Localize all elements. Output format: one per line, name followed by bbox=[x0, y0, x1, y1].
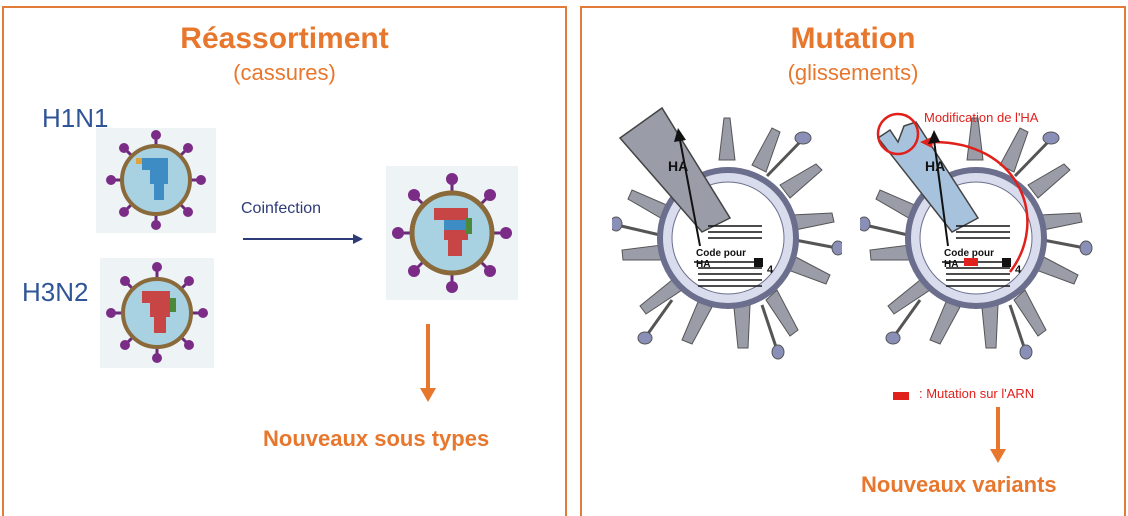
reassorted-virus-icon bbox=[392, 173, 512, 293]
reassorted-virus-image bbox=[386, 166, 518, 300]
reassortment-subtitle: (cassures) bbox=[233, 60, 336, 85]
h3n2-label: H3N2 bbox=[22, 277, 89, 307]
mutation-subtitle: (glissements) bbox=[787, 60, 919, 85]
code-label-modified-2: HA bbox=[944, 259, 959, 270]
ha-label-normal: HA bbox=[668, 158, 689, 174]
modification-label: Modification de l'HA bbox=[924, 110, 1039, 125]
new-subtypes-label: Nouveaux sous types bbox=[263, 426, 490, 451]
result-arrow-left-icon bbox=[420, 324, 436, 402]
new-variants-label: Nouveaux variants bbox=[861, 472, 1057, 497]
code-label-modified-1: Code pour bbox=[944, 248, 994, 259]
segment-label-modified: 4 bbox=[1015, 264, 1022, 276]
h1n1-virus-icon bbox=[106, 130, 206, 230]
mutation-legend-label: : Mutation sur l'ARN bbox=[919, 386, 1035, 401]
coinfection-label: Coinfection bbox=[241, 200, 322, 217]
h3n2-virus-icon bbox=[106, 262, 208, 363]
virus-normal-ha-diagram bbox=[612, 106, 842, 360]
virus-modified-ha-diagram bbox=[860, 112, 1093, 360]
segment-label-normal: 4 bbox=[767, 264, 774, 276]
mutation-legend-swatch bbox=[893, 392, 909, 400]
h3n2-virus-image bbox=[100, 258, 214, 368]
mutation-title: Mutation bbox=[790, 22, 916, 55]
h1n1-virus-image bbox=[96, 128, 216, 233]
code-label-normal-2: HA bbox=[696, 259, 711, 270]
reassortment-title: Réassortiment bbox=[180, 22, 389, 55]
result-arrow-right-icon bbox=[990, 407, 1006, 463]
code-label-normal-1: Code pour bbox=[696, 248, 746, 259]
coinfection-arrow-icon bbox=[243, 234, 363, 244]
ha-label-modified: HA bbox=[925, 158, 946, 174]
